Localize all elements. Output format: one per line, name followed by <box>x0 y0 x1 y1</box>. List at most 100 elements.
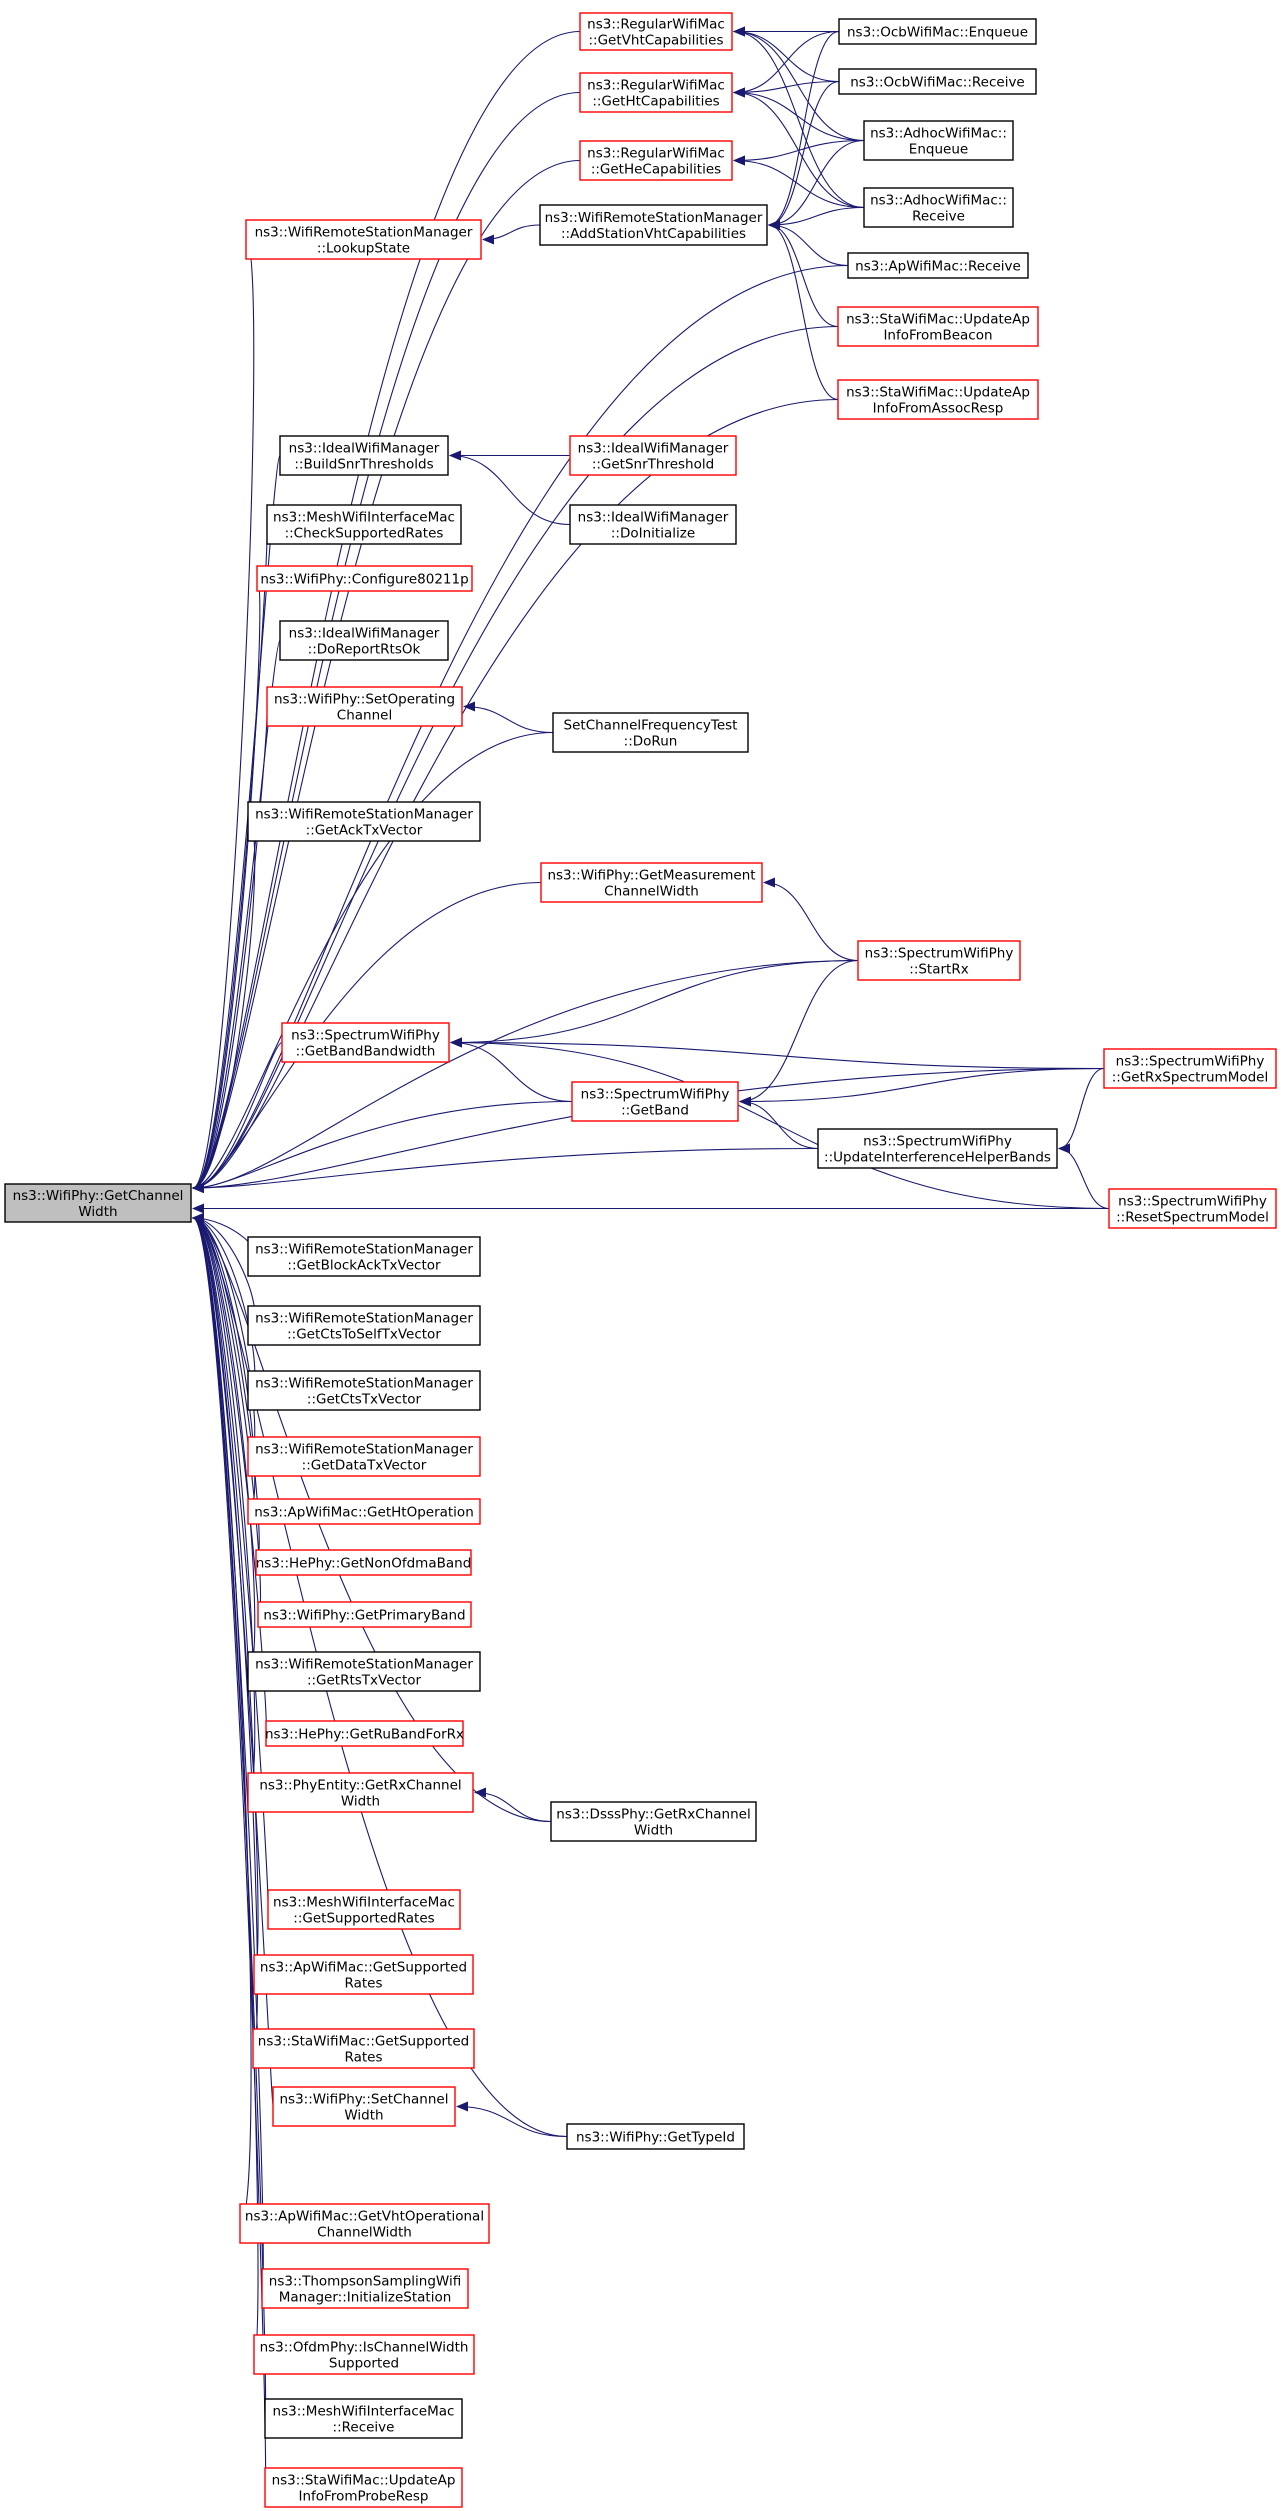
node-sta_assoc[interactable]: ns3::StaWifiMac::UpdateApInfoFromAssocRe… <box>837 379 1039 420</box>
node-swp_getbw[interactable]: ns3::SpectrumWifiPhy::GetBandBandwidth <box>281 1022 450 1063</box>
node-label-line: ::AddStationVhtCapabilities <box>561 226 746 242</box>
node-wrsm_lookup[interactable]: ns3::WifiRemoteStationManager::LookupSta… <box>245 219 482 260</box>
node-iwm_doinit[interactable]: ns3::IdealWifiManager::DoInitialize <box>569 504 737 545</box>
node-label-line: ns3::WifiPhy::SetChannel <box>280 2092 449 2108</box>
node-wp_conf[interactable]: ns3::WifiPhy::Configure80211p <box>256 565 473 592</box>
node-box <box>1108 1188 1277 1229</box>
node-swp_getband[interactable]: ns3::SpectrumWifiPhy::GetBand <box>571 1081 739 1122</box>
edge-swp_getrxsm-to-root <box>192 1067 1105 1193</box>
node-ap_vhtop[interactable]: ns3::ApWifiMac::GetVhtOperationalChannel… <box>239 2203 490 2244</box>
node-rwm_he[interactable]: ns3::RegularWifiMac::GetHeCapabilities <box>579 140 733 181</box>
node-label-line: Rates <box>345 1976 383 1992</box>
node-swp_getrxsm[interactable]: ns3::SpectrumWifiPhy::GetRxSpectrumModel <box>1103 1048 1277 1089</box>
node-mesh_getsupp[interactable]: ns3::MeshWifiInterfaceMac::GetSupportedR… <box>267 1889 461 1930</box>
node-label-line: ns3::WifiPhy::GetTypeId <box>576 2130 735 2146</box>
node-label-line: ns3::IdealWifiManager <box>289 441 440 457</box>
node-label-line: ::GetHeCapabilities <box>591 162 721 178</box>
node-box <box>550 1801 757 1842</box>
node-sta_probe[interactable]: ns3::StaWifiMac::UpdateApInfoFromProbeRe… <box>264 2467 463 2508</box>
node-label-line: ns3::WifiRemoteStationManager <box>255 225 473 241</box>
node-box <box>857 940 1021 981</box>
node-label-line: ns3::MeshWifiInterfaceMac <box>273 2404 455 2420</box>
node-label-line: Width <box>634 1823 673 1839</box>
node-ap_getsupp[interactable]: ns3::ApWifiMac::GetSupportedRates <box>253 1954 474 1995</box>
node-rwm_vht[interactable]: ns3::RegularWifiMac::GetVhtCapabilities <box>579 12 733 51</box>
node-label-line: InfoFromBeacon <box>883 328 992 344</box>
node-box <box>265 1720 464 1747</box>
node-box <box>569 435 737 476</box>
node-iwm_getsnr[interactable]: ns3::IdealWifiManager::GetSnrThreshold <box>569 435 737 476</box>
edge-adhoc_recv-to-rwm_he <box>733 155 865 209</box>
node-swp_updif[interactable]: ns3::SpectrumWifiPhy::UpdateInterference… <box>817 1128 1058 1169</box>
edge-iwm_doinit-to-iwm_build <box>449 450 571 526</box>
edge-swp_startrx-to-root <box>192 959 859 1193</box>
node-swp_startrx[interactable]: ns3::SpectrumWifiPhy::StartRx <box>857 940 1021 981</box>
edge-wrsm_lookup-to-root <box>192 238 255 1193</box>
node-iwm_build[interactable]: ns3::IdealWifiManager::BuildSnrThreshold… <box>279 435 449 476</box>
node-box <box>579 140 733 181</box>
edge-ocb_enq-to-rwm_ht <box>733 30 840 98</box>
node-wrsm_ack[interactable]: ns3::WifiRemoteStationManager::GetAckTxV… <box>247 801 481 842</box>
node-ocb_recv[interactable]: ns3::OcbWifiMac::Receive <box>838 68 1037 95</box>
node-he_ruband[interactable]: ns3::HePhy::GetRuBandForRx <box>265 1720 464 1747</box>
node-sta_getsupp[interactable]: ns3::StaWifiMac::GetSupportedRates <box>252 2028 475 2069</box>
node-label-line: ns3::RegularWifiMac <box>587 78 725 94</box>
node-wrsm_blockack[interactable]: ns3::WifiRemoteStationManager::GetBlockA… <box>247 1236 481 1277</box>
node-label-line: Supported <box>329 2356 399 2372</box>
node-label-line: ns3::ApWifiMac::Receive <box>855 259 1021 275</box>
node-wrsm_ctsself[interactable]: ns3::WifiRemoteStationManager::GetCtsToS… <box>247 1305 481 1346</box>
node-wrsm_data[interactable]: ns3::WifiRemoteStationManager::GetDataTx… <box>247 1436 481 1477</box>
node-wp_primband[interactable]: ns3::WifiPhy::GetPrimaryBand <box>257 1601 472 1628</box>
node-adhoc_recv[interactable]: ns3::AdhocWifiMac::Receive <box>863 187 1014 228</box>
node-box <box>264 2398 463 2439</box>
node-iwm_dorep[interactable]: ns3::IdealWifiManager::DoReportRtsOk <box>279 620 449 661</box>
node-label-line: ns3::MeshWifiInterfaceMac <box>273 510 455 526</box>
node-wp_gettypeid[interactable]: ns3::WifiPhy::GetTypeId <box>566 2123 745 2150</box>
node-label-line: ns3::HePhy::GetNonOfdmaBand <box>256 1556 472 1572</box>
node-label-line: ::ResetSpectrumModel <box>1116 1210 1269 1226</box>
node-label-line: ns3::WifiRemoteStationManager <box>545 210 763 226</box>
node-label-line: ns3::StaWifiMac::UpdateAp <box>272 2473 456 2489</box>
node-adhoc_enq[interactable]: ns3::AdhocWifiMac::Enqueue <box>863 120 1014 161</box>
edge-mesh_check-to-root <box>192 523 268 1193</box>
node-box <box>252 2028 475 2069</box>
node-scft_dorun[interactable]: SetChannelFrequencyTest::DoRun <box>552 712 749 753</box>
node-label-line: Width <box>341 1794 380 1810</box>
edge-iwm_dorep-to-root <box>192 639 281 1193</box>
node-label-line: ::GetAckTxVector <box>306 823 423 839</box>
node-wrsm_addvht[interactable]: ns3::WifiRemoteStationManager::AddStatio… <box>539 204 768 246</box>
node-tswm_init[interactable]: ns3::ThompsonSamplingWifiManager::Initia… <box>261 2268 469 2309</box>
node-ocb_enq[interactable]: ns3::OcbWifiMac::Enqueue <box>838 18 1037 45</box>
node-box <box>261 2268 469 2309</box>
node-ap_recv[interactable]: ns3::ApWifiMac::Receive <box>847 252 1029 279</box>
edge-adhoc_enq-to-wrsm_addvht <box>768 139 865 230</box>
edge-adhoc_enq-to-rwm_vht <box>733 26 865 142</box>
node-swp_resetsm[interactable]: ns3::SpectrumWifiPhy::ResetSpectrumModel <box>1108 1188 1277 1229</box>
node-label-line: ::GetVhtCapabilities <box>589 33 724 49</box>
node-box <box>817 1128 1058 1169</box>
node-mesh_check[interactable]: ns3::MeshWifiInterfaceMac::CheckSupporte… <box>266 504 462 545</box>
edge-sta_beacon-to-root <box>192 325 839 1193</box>
node-label-line: ::UpdateInterferenceHelperBands <box>824 1150 1051 1166</box>
node-box <box>552 712 749 753</box>
node-ap_htop[interactable]: ns3::ApWifiMac::GetHtOperation <box>247 1498 481 1525</box>
node-box <box>838 18 1037 45</box>
node-label-line: ns3::ApWifiMac::GetHtOperation <box>254 1505 474 1521</box>
node-wrsm_rts[interactable]: ns3::WifiRemoteStationManager::GetRtsTxV… <box>247 1651 481 1692</box>
node-box <box>257 1601 472 1628</box>
node-he_nonofdma[interactable]: ns3::HePhy::GetNonOfdmaBand <box>255 1549 472 1576</box>
edges-layer <box>192 26 1110 2489</box>
node-wrsm_cts[interactable]: ns3::WifiRemoteStationManager::GetCtsTxV… <box>247 1370 481 1411</box>
node-mesh_recv[interactable]: ns3::MeshWifiInterfaceMac::Receive <box>264 2398 463 2439</box>
node-label-line: ::DoReportRtsOk <box>308 642 421 658</box>
node-label-line: ns3::WifiRemoteStationManager <box>255 1311 473 1327</box>
node-rwm_ht[interactable]: ns3::RegularWifiMac::GetHtCapabilities <box>579 72 733 113</box>
